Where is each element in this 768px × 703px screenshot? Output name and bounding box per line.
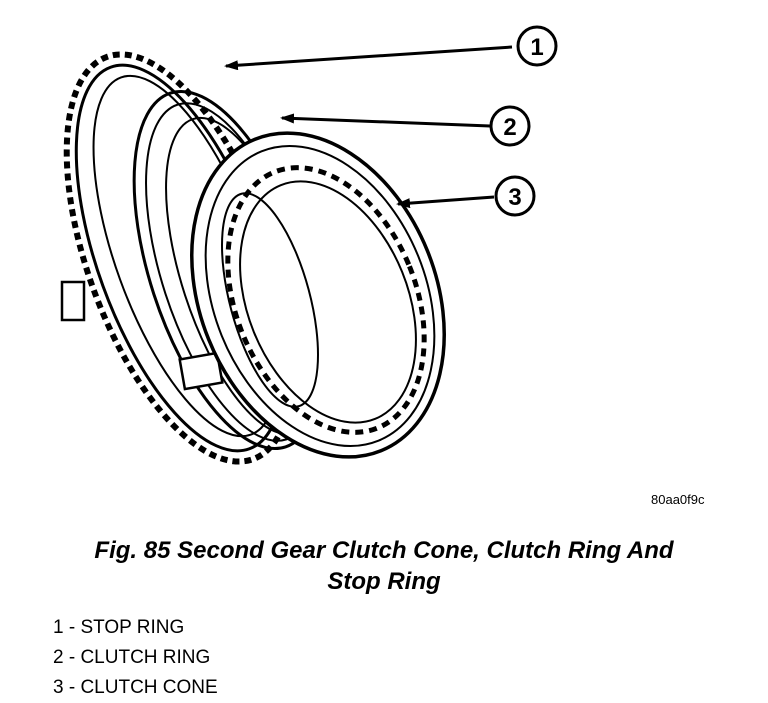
exploded-ring-diagram: 1 2 3 <box>60 25 558 465</box>
legend-item-clutch-ring: 2 - CLUTCH RING <box>53 647 211 668</box>
callout-1: 1 <box>516 25 558 67</box>
callout-2-number: 2 <box>503 114 516 141</box>
legend-list: 1 - STOP RING 2 - CLUTCH RING 3 - CLUTCH… <box>53 613 218 703</box>
callout-3: 3 <box>494 175 536 217</box>
callout-1-number: 1 <box>530 34 543 61</box>
figure-caption: Fig. 85 Second Gear Clutch Cone, Clutch … <box>0 535 768 597</box>
caption-line-2: Stop Ring <box>327 568 441 595</box>
clutch-cone <box>190 131 446 459</box>
leader-lines <box>224 45 513 209</box>
callout-2: 2 <box>489 105 531 147</box>
callout-3-number: 3 <box>508 184 521 211</box>
legend-item-clutch-cone: 3 - CLUTCH CONE <box>53 677 218 698</box>
reference-code: 80aa0f9c <box>651 492 705 507</box>
leader-line-1 <box>224 45 513 71</box>
legend-item-stop-ring: 1 - STOP RING <box>53 617 185 638</box>
leader-line-3 <box>396 195 495 209</box>
caption-line-1: Fig. 85 Second Gear Clutch Cone, Clutch … <box>94 537 674 564</box>
leader-line-2 <box>280 113 491 128</box>
